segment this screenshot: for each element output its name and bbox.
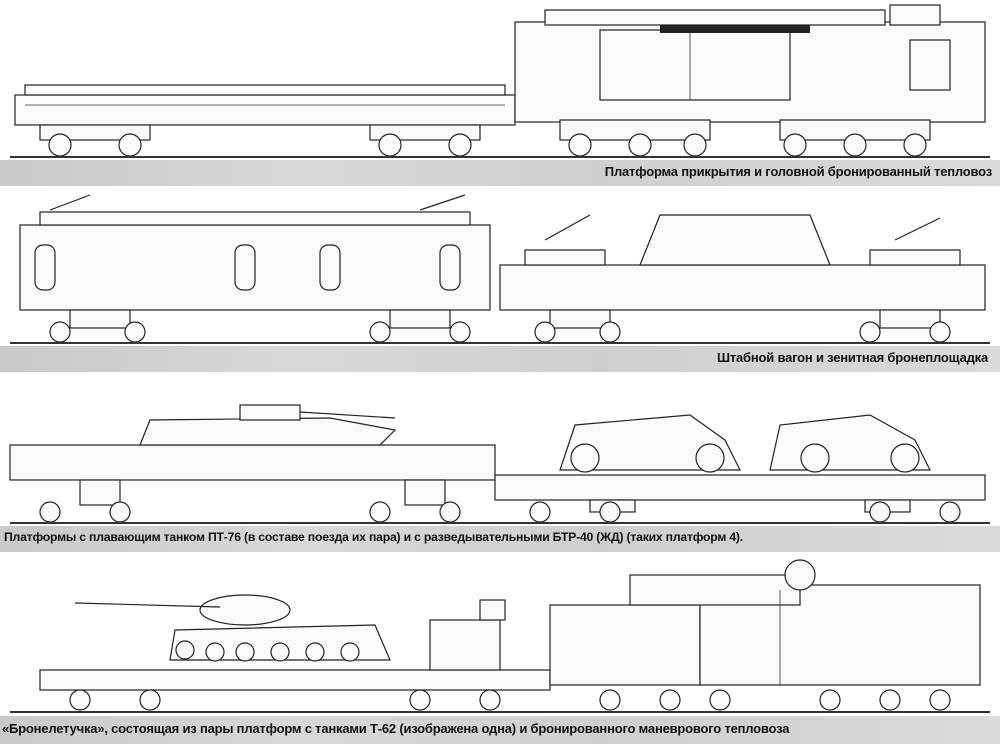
staff-car-drawing — [19, 194, 491, 343]
caption-band-4 — [0, 716, 1000, 744]
btr40-platform-drawing — [494, 414, 986, 523]
caption-pt76-and-btr40-platforms: Платформы с плавающим танком ПТ-76 (в со… — [4, 530, 743, 544]
caption-band-2 — [0, 346, 1000, 372]
head-armored-locomotive-drawing — [514, 4, 986, 157]
aa-armored-platform-drawing — [499, 214, 986, 343]
caption-band-3 — [0, 526, 1000, 552]
t62-platform-drawing — [39, 594, 551, 711]
pt76-platform-drawing — [9, 404, 496, 523]
caption-band-1 — [0, 160, 1000, 186]
caption-cover-platform-and-locomotive: Платформа прикрытия и головной бронирова… — [604, 164, 992, 179]
cover-flatcar-drawing — [14, 84, 516, 157]
armored-shunting-locomotive-drawing — [549, 559, 981, 711]
caption-staff-car-and-aa-platform: Штабной вагон и зенитная бронеплощадка — [716, 350, 988, 365]
caption-bronelietuchka: «Бронелетучка», состоящая из пары платфо… — [2, 721, 790, 736]
